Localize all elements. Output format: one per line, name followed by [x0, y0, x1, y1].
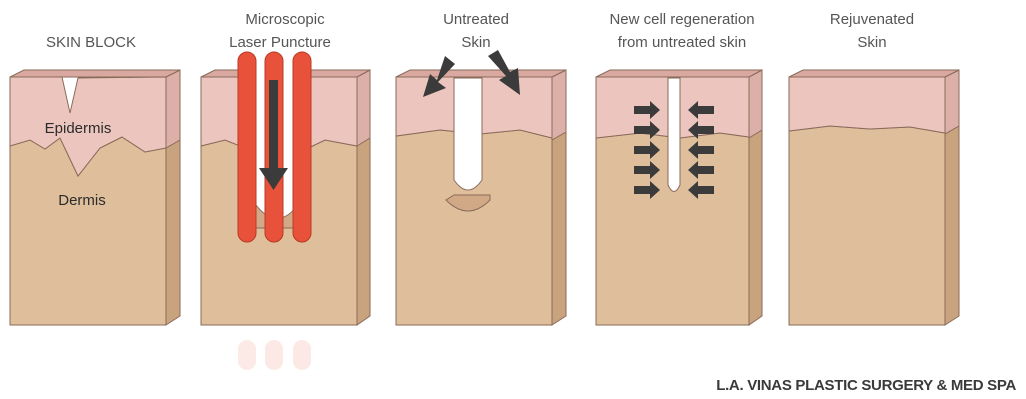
- block-top-face: [789, 70, 959, 77]
- panel-title: Laser Puncture: [229, 34, 331, 51]
- dermis-front: [10, 137, 166, 325]
- epidermis-label: Epidermis: [45, 120, 112, 137]
- epidermis-side-face: [166, 70, 180, 148]
- panel-skin-block: SKIN BLOCK Epidermis Dermis: [10, 34, 180, 325]
- panel-title: Untreated: [443, 11, 509, 28]
- panel-title: SKIN BLOCK: [46, 34, 136, 51]
- panel-title: from untreated skin: [618, 34, 746, 51]
- panel-title: New cell regeneration: [609, 11, 754, 28]
- dermis-front: [789, 126, 945, 325]
- epidermis-side-face: [945, 70, 959, 134]
- epidermis-front: [789, 77, 945, 133]
- panel-title: Microscopic: [245, 11, 325, 28]
- puncture-channel: [454, 78, 482, 190]
- dermis-label: Dermis: [58, 192, 106, 209]
- block-top-face: [396, 70, 566, 77]
- panel-title: Skin: [461, 34, 490, 51]
- brand-credit: L.A. VINAS PLASTIC SURGERY & MED SPA: [716, 377, 1016, 394]
- panel-untreated-skin: Untreated Skin: [396, 11, 566, 325]
- laser-reflection: [238, 340, 311, 370]
- panel-rejuvenated-skin: Rejuvenated Skin: [789, 11, 959, 325]
- panel-title: Skin: [857, 34, 886, 51]
- puncture-channel: [668, 78, 680, 192]
- block-top-face: [596, 70, 762, 77]
- panel-title: Rejuvenated: [830, 11, 914, 28]
- laser-beam: [293, 52, 311, 242]
- epidermis-side-face: [357, 70, 370, 146]
- epidermis-side-face: [749, 70, 762, 138]
- laser-beam: [238, 52, 256, 242]
- panel-laser-puncture: Microscopic Laser Puncture: [201, 11, 370, 325]
- block-top-face: [10, 70, 180, 77]
- epidermis-side-face: [552, 70, 566, 140]
- panel-cell-regeneration: New cell regeneration from untreated ski…: [596, 11, 762, 325]
